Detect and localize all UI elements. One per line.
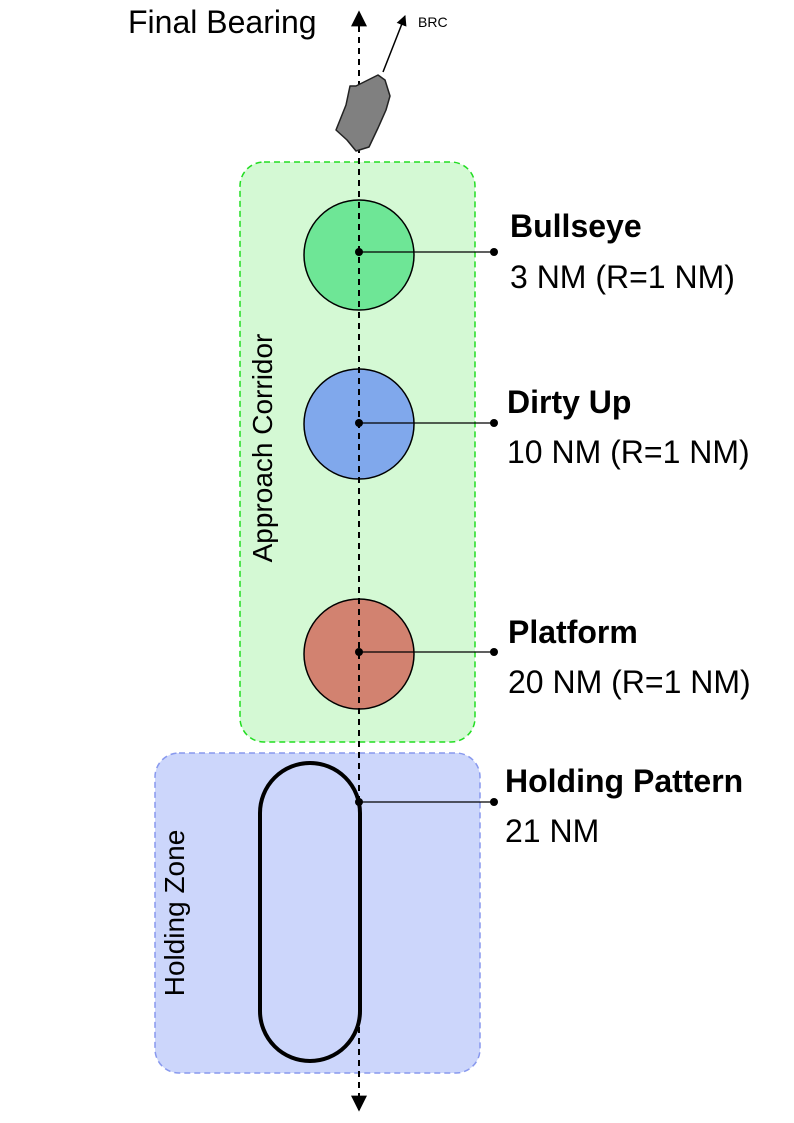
platform-detail: 20 NM (R=1 NM) [508,664,751,700]
dirty-up-detail: 10 NM (R=1 NM) [507,434,750,470]
platform-leader-dot [490,648,498,656]
approach-corridor-label: Approach Corridor [247,334,278,563]
brc-arrow-icon [382,15,407,73]
holding-pattern-detail: 21 NM [505,813,599,849]
platform-name: Platform [508,614,638,650]
holding-pattern-leader-dot [490,798,498,806]
holding-pattern-name: Holding Pattern [505,763,743,799]
final-bearing-title: Final Bearing [128,4,317,40]
holding-zone-label: Holding Zone [159,830,190,997]
brc-label: BRC [418,14,448,30]
dirty-up-leader-dot [490,419,498,427]
bullseye-detail: 3 NM (R=1 NM) [510,259,735,295]
dirty-up-name: Dirty Up [507,384,631,420]
holding-zone [154,752,481,1074]
bullseye-leader-dot [490,248,498,256]
bullseye-name: Bullseye [510,208,642,244]
carrier-ship-icon [335,74,391,152]
